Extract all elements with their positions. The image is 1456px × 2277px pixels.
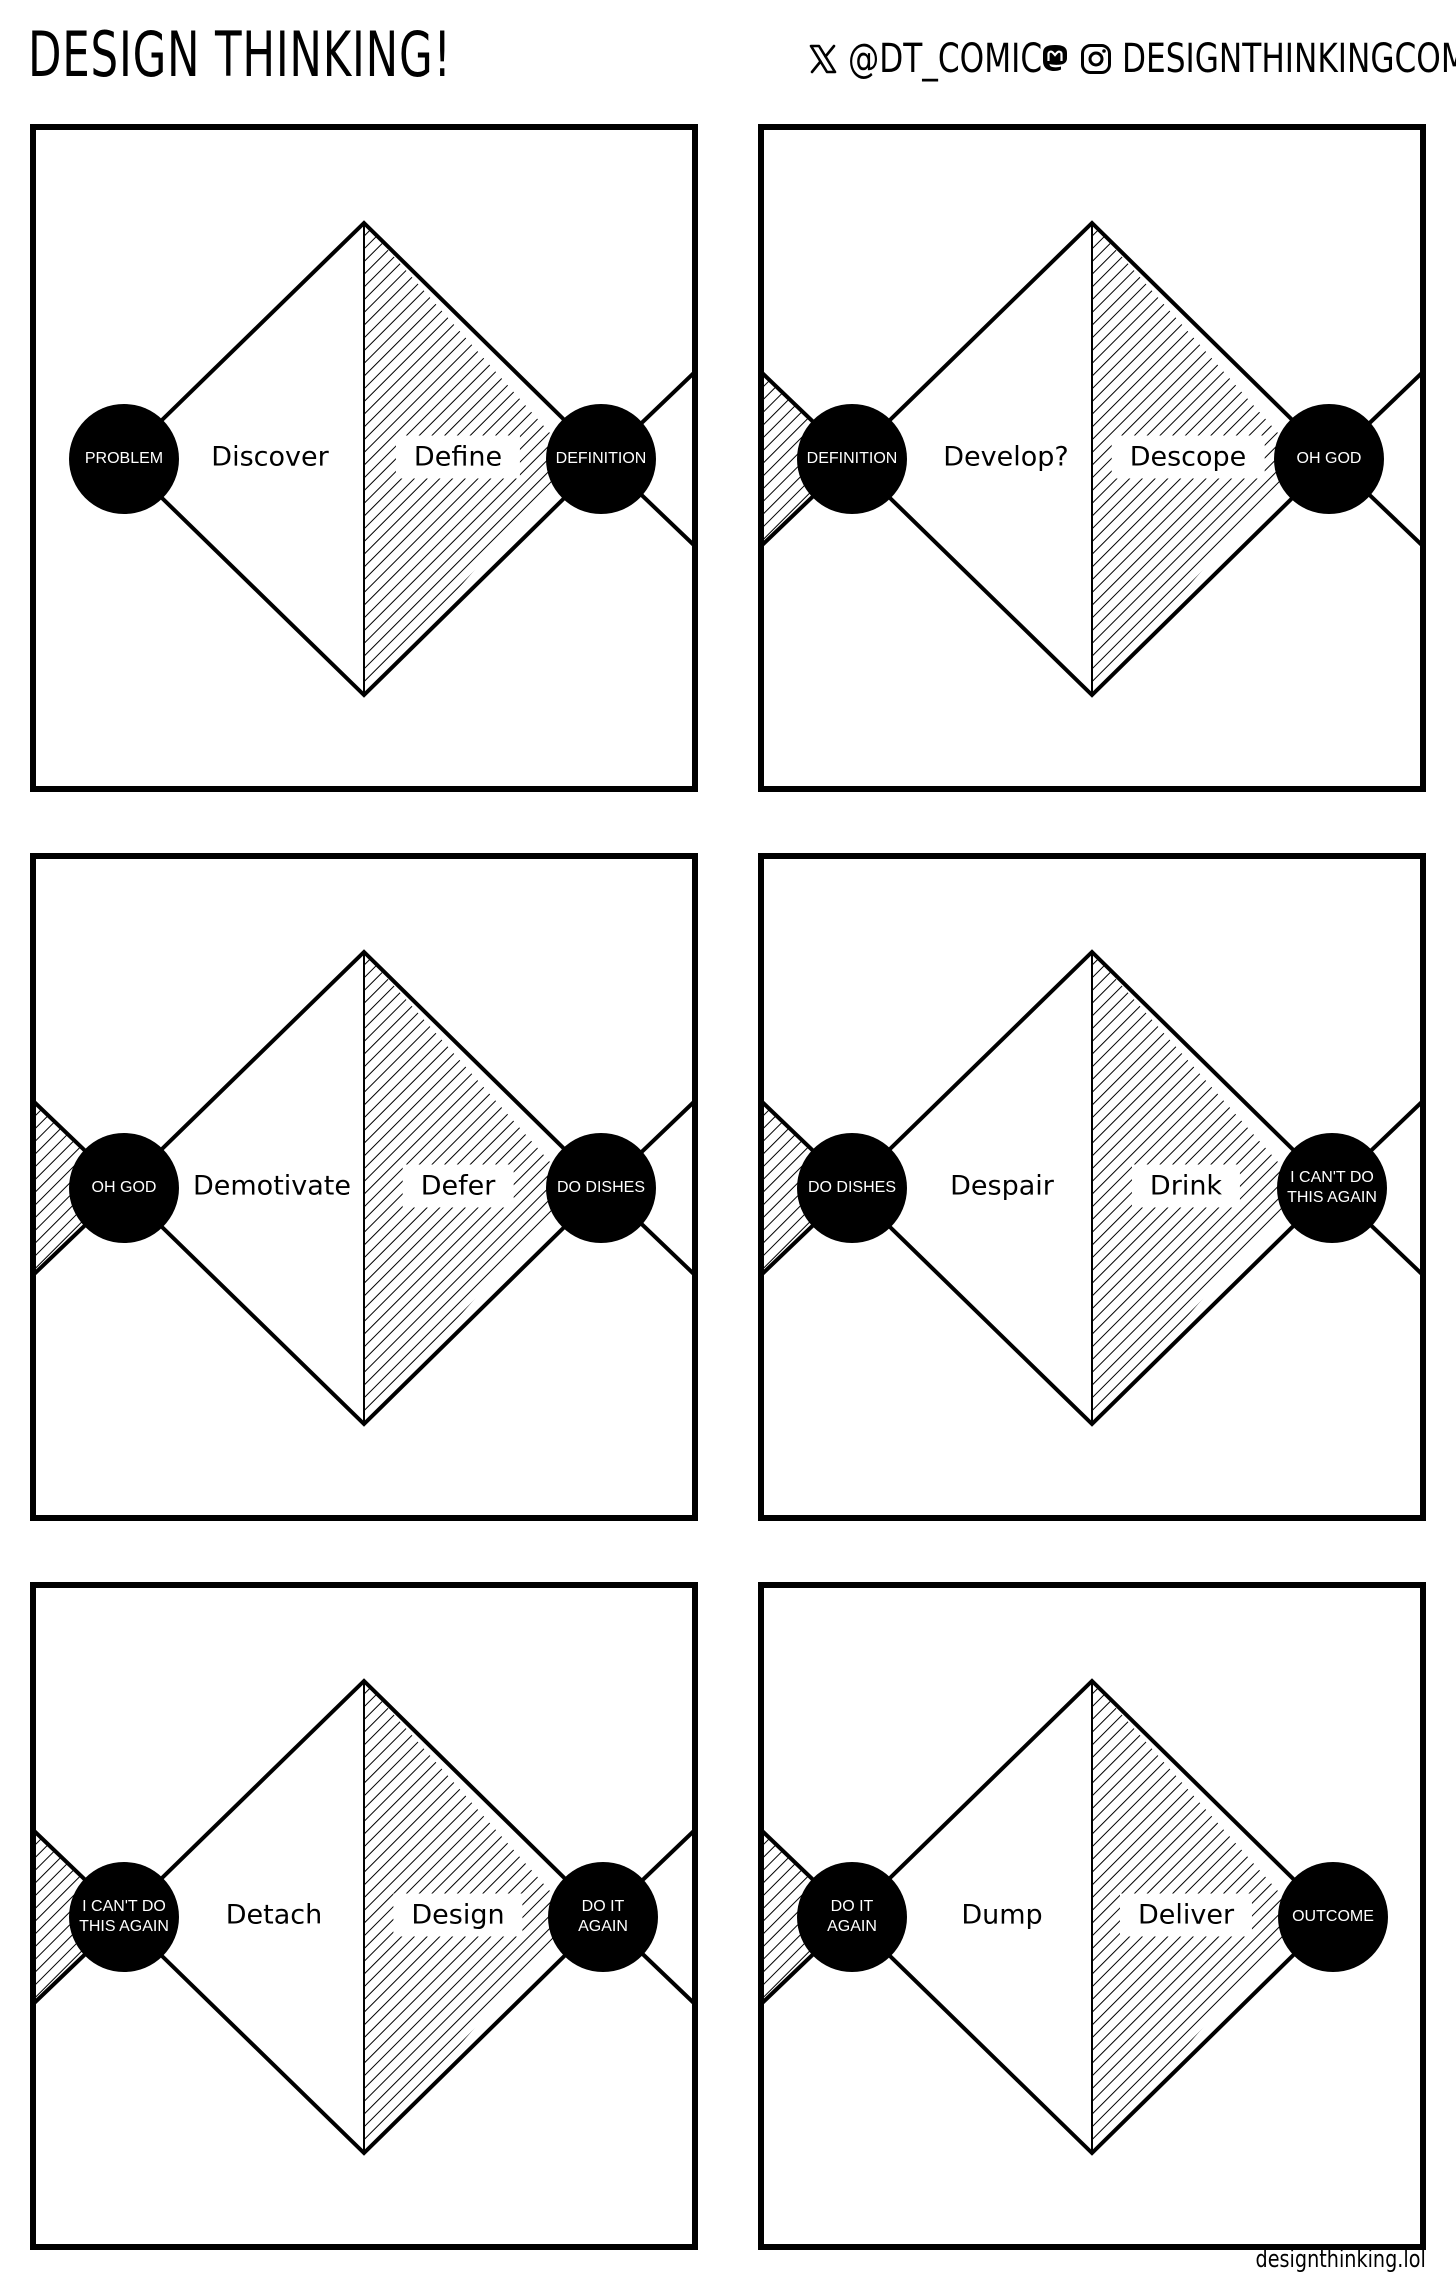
instagram-logo-icon [1081, 44, 1111, 74]
left-phase-label: Despair [950, 1170, 1054, 1202]
right-phase-label: Deliver [1119, 1893, 1253, 1937]
footer-site-link[interactable]: designthinking.lol [1255, 2245, 1426, 2273]
panel-6: DO IT AGAIN Dump Deliver OUTCOME [758, 1582, 1426, 2250]
start-node: I CAN'T DO THIS AGAIN [69, 1862, 179, 1972]
left-phase-label: Demotivate [192, 1170, 352, 1202]
end-node: DO IT AGAIN [548, 1862, 658, 1972]
right-phase-label: Define [395, 435, 521, 479]
x-logo-icon [809, 44, 837, 74]
panel-4: DO DISHES Despair Drink I CAN'T DO THIS … [758, 853, 1426, 1521]
start-node: DO DISHES [797, 1133, 907, 1243]
end-node: OH GOD [1274, 404, 1384, 514]
left-phase-label: Develop? [943, 441, 1069, 473]
start-node: DEFINITION [797, 404, 907, 514]
start-node: PROBLEM [69, 404, 179, 514]
left-phase-label: Discover [211, 441, 329, 473]
panel-3: OH GOD Demotivate Defer DO DISHES [30, 853, 698, 1521]
mastodon-logo-icon [1043, 45, 1067, 71]
left-phase-label: Dump [961, 1899, 1043, 1931]
start-node: OH GOD [69, 1133, 179, 1243]
right-phase-label: Design [393, 1893, 523, 1937]
right-phase-label: Descope [1111, 435, 1265, 479]
start-node: DO IT AGAIN [797, 1862, 907, 1972]
end-node: DO DISHES [546, 1133, 656, 1243]
x-handle-text: @DT_COMIC [848, 36, 1043, 82]
x-handle[interactable]: @DT_COMIC [808, 34, 1097, 84]
left-phase-label: Detach [225, 1899, 323, 1931]
panel-2: DEFINITION Develop? Descope OH GOD [758, 124, 1426, 792]
comic-title: DESIGN THINKING! [28, 18, 452, 91]
end-node: I CAN'T DO THIS AGAIN [1277, 1133, 1387, 1243]
mastodon-instagram-handle[interactable]: DESIGNTHINKINGCOMIC [1040, 34, 1456, 84]
panel-1: PROBLEM Discover Define DEFINITION [30, 124, 698, 792]
end-node: DEFINITION [546, 404, 656, 514]
end-node: OUTCOME [1278, 1862, 1388, 1972]
right-phase-label: Defer [402, 1164, 514, 1208]
right-phase-label: Drink [1131, 1164, 1241, 1208]
panel-5: I CAN'T DO THIS AGAIN Detach Design DO I… [30, 1582, 698, 2250]
mastodon-instagram-handle-text: DESIGNTHINKINGCOMIC [1122, 36, 1456, 82]
